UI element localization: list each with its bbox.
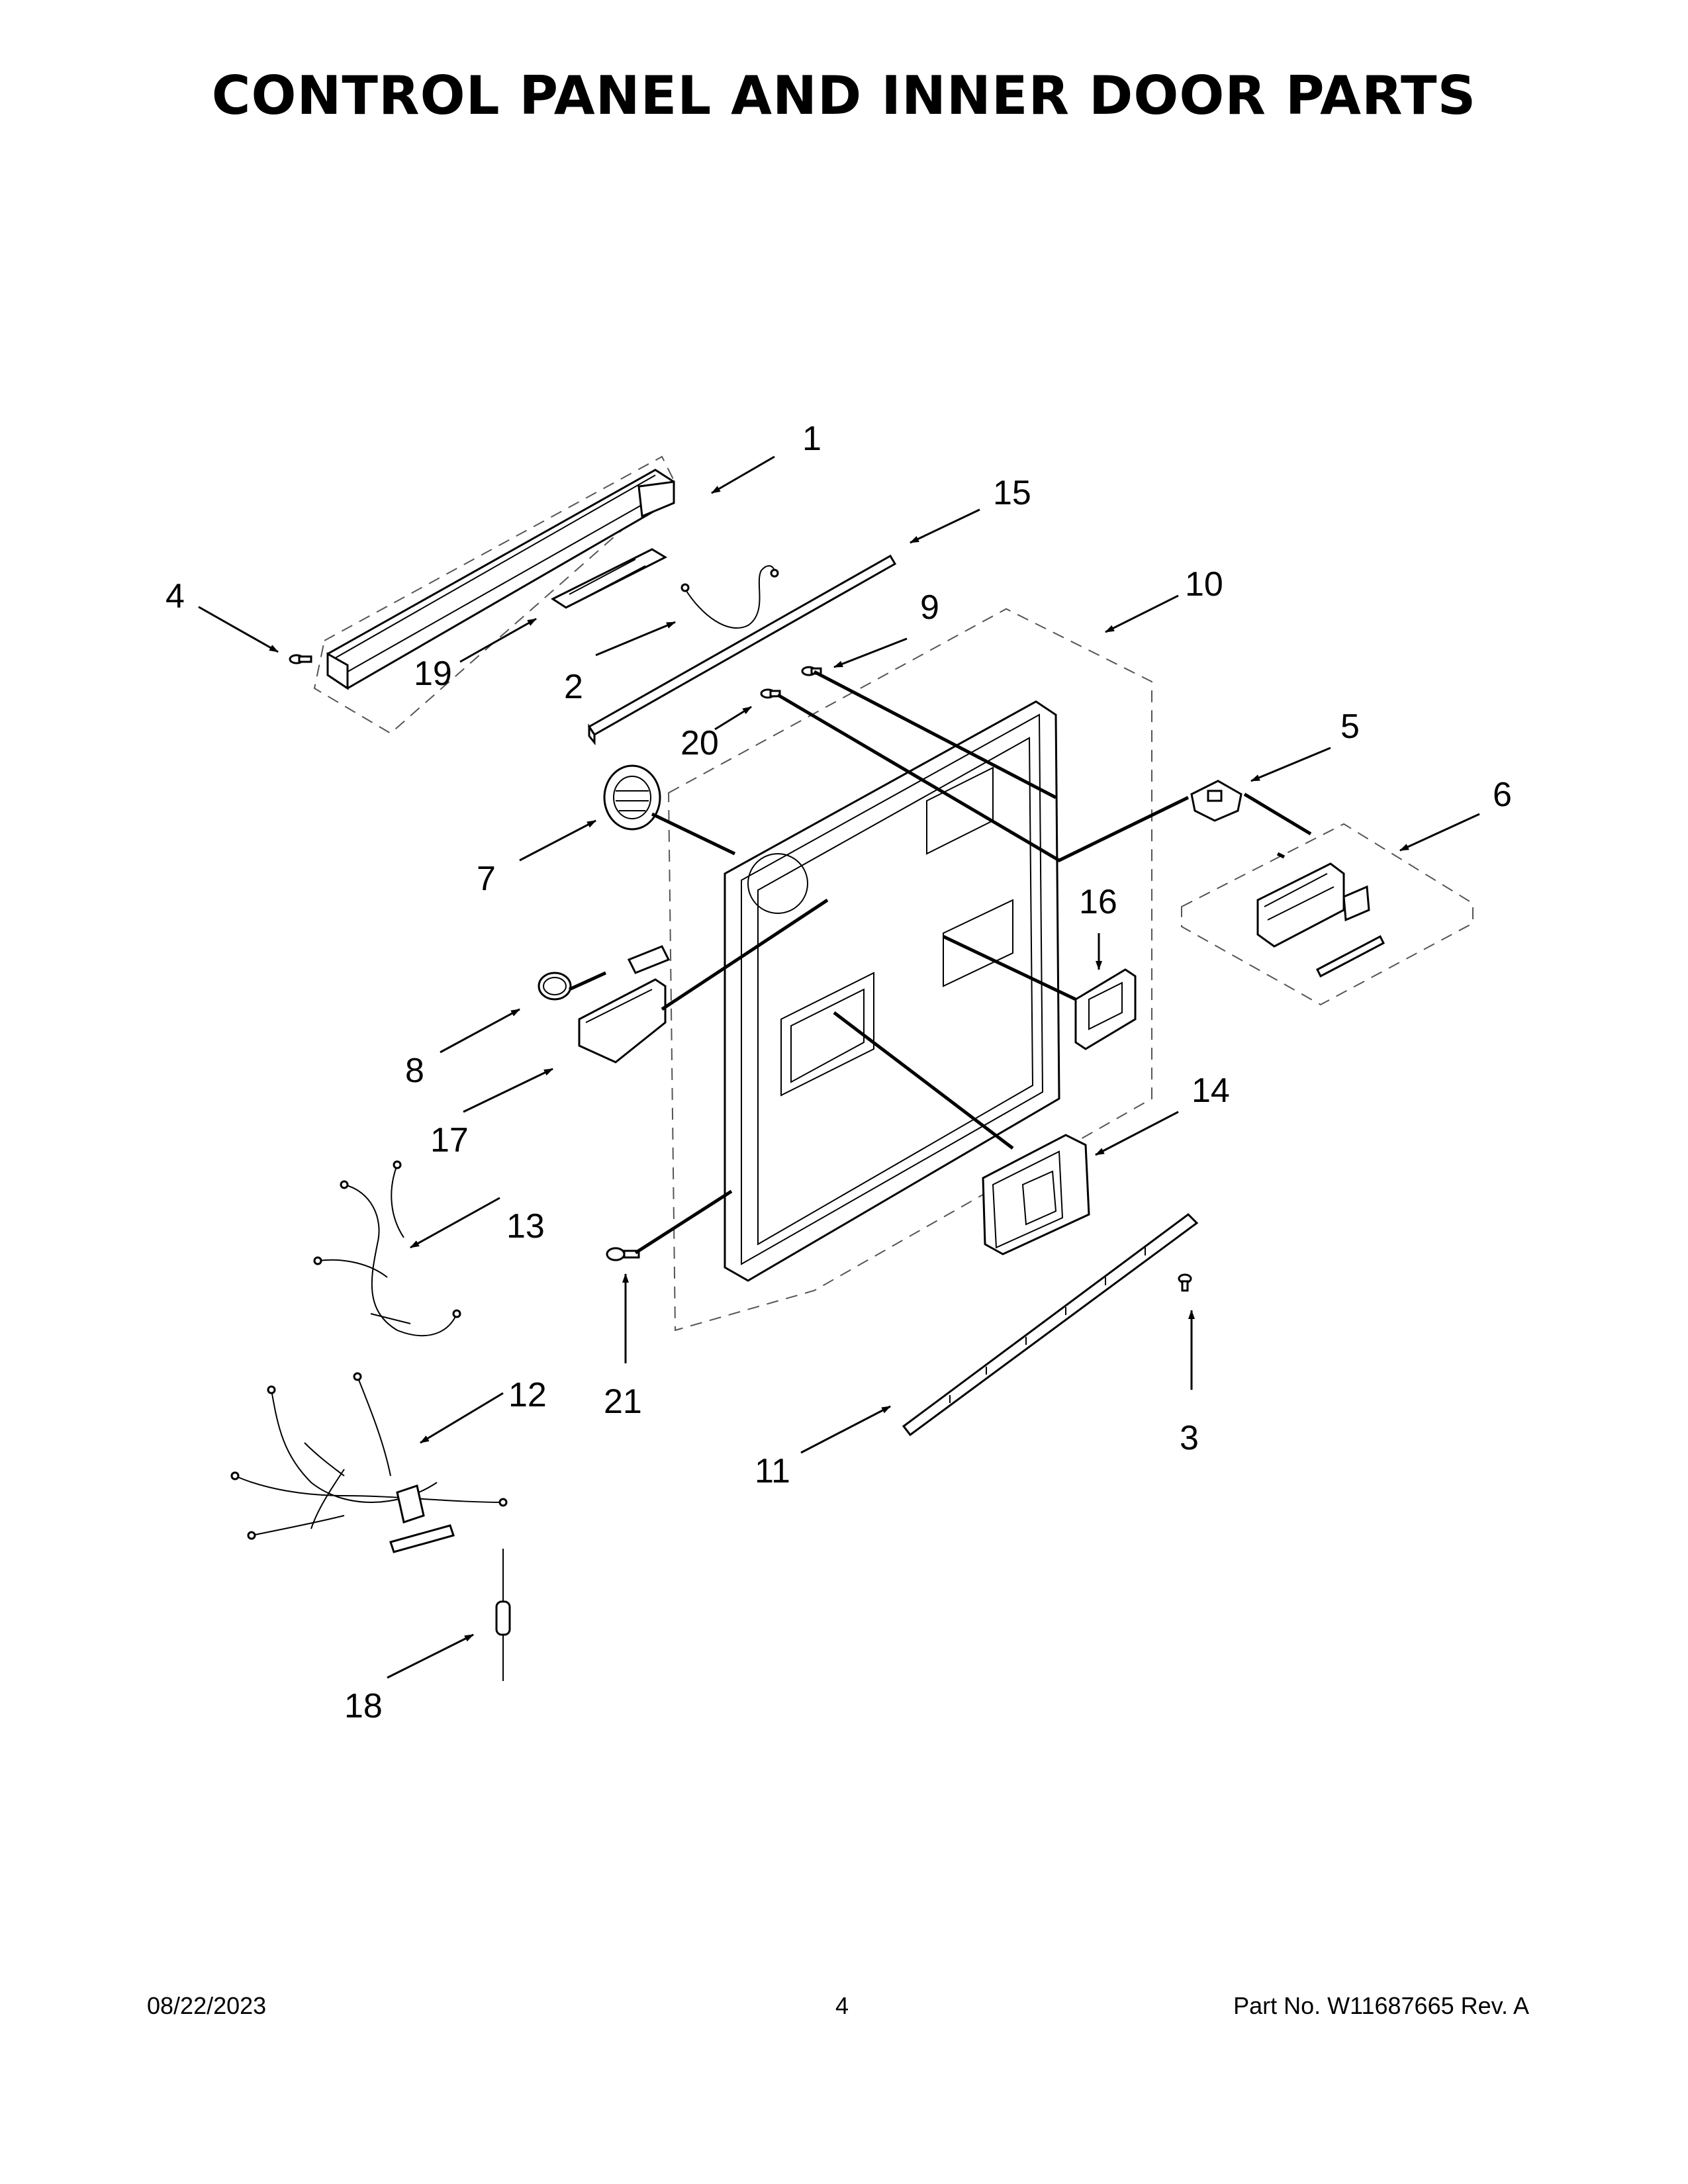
callout-19: 19 bbox=[414, 655, 452, 693]
ui-board-part bbox=[550, 548, 668, 609]
dispenser-part bbox=[578, 945, 671, 1064]
callout-13: 13 bbox=[506, 1207, 545, 1246]
wire-harness-part-13 bbox=[313, 1160, 461, 1337]
resistor-part bbox=[495, 1549, 511, 1681]
callout-10: 10 bbox=[1185, 565, 1223, 604]
callout-2: 2 bbox=[564, 668, 583, 706]
callout-4: 4 bbox=[165, 577, 185, 615]
wire-part-2 bbox=[680, 565, 779, 629]
callout-15: 15 bbox=[993, 474, 1031, 512]
callout-labels: 1 2 3 4 5 6 7 8 9 10 11 12 13 14 15 16 1… bbox=[165, 420, 1512, 1725]
trim-strip-part bbox=[902, 1213, 1199, 1437]
callout-7: 7 bbox=[477, 860, 496, 898]
screw-part-4 bbox=[289, 654, 312, 664]
callout-9: 9 bbox=[920, 588, 939, 627]
callout-3: 3 bbox=[1180, 1419, 1199, 1457]
vent-part bbox=[603, 764, 661, 831]
bracket-part bbox=[1074, 968, 1137, 1050]
leader-lines bbox=[568, 670, 1312, 1255]
console-panel-part bbox=[326, 469, 675, 690]
callout-5: 5 bbox=[1340, 707, 1360, 746]
callout-16: 16 bbox=[1079, 883, 1117, 921]
door-switch-part bbox=[1190, 780, 1243, 822]
screw-part-3 bbox=[1178, 1273, 1192, 1292]
callout-6: 6 bbox=[1493, 776, 1512, 814]
callout-1: 1 bbox=[802, 420, 821, 458]
footer-date: 08/22/2023 bbox=[147, 1992, 267, 2019]
footer-part-number: Part No. W11687665 Rev. A bbox=[1233, 1992, 1529, 2019]
callout-17: 17 bbox=[430, 1121, 469, 1160]
callout-14: 14 bbox=[1192, 1071, 1230, 1110]
control-board-part bbox=[1256, 862, 1385, 978]
callout-8: 8 bbox=[405, 1052, 424, 1090]
o-ring-part bbox=[538, 972, 572, 1001]
gasket-strip-part bbox=[587, 554, 897, 746]
footer-page-number: 4 bbox=[835, 1992, 849, 2019]
callout-18: 18 bbox=[344, 1687, 383, 1725]
callout-12: 12 bbox=[508, 1376, 547, 1414]
callout-11: 11 bbox=[755, 1452, 790, 1490]
screw-part-20 bbox=[760, 688, 781, 699]
wire-harness-part-12 bbox=[230, 1372, 508, 1553]
screw-part-21 bbox=[606, 1247, 640, 1261]
inner-door-part bbox=[724, 700, 1060, 1282]
callout-21: 21 bbox=[604, 1383, 642, 1421]
callout-20: 20 bbox=[680, 724, 719, 762]
callout-arrows bbox=[198, 455, 1480, 1679]
dashed-assembly-outlines bbox=[313, 455, 1474, 1332]
diverter-housing-part bbox=[982, 1134, 1090, 1255]
page-title: CONTROL PANEL AND INNER DOOR PARTS bbox=[211, 65, 1477, 126]
